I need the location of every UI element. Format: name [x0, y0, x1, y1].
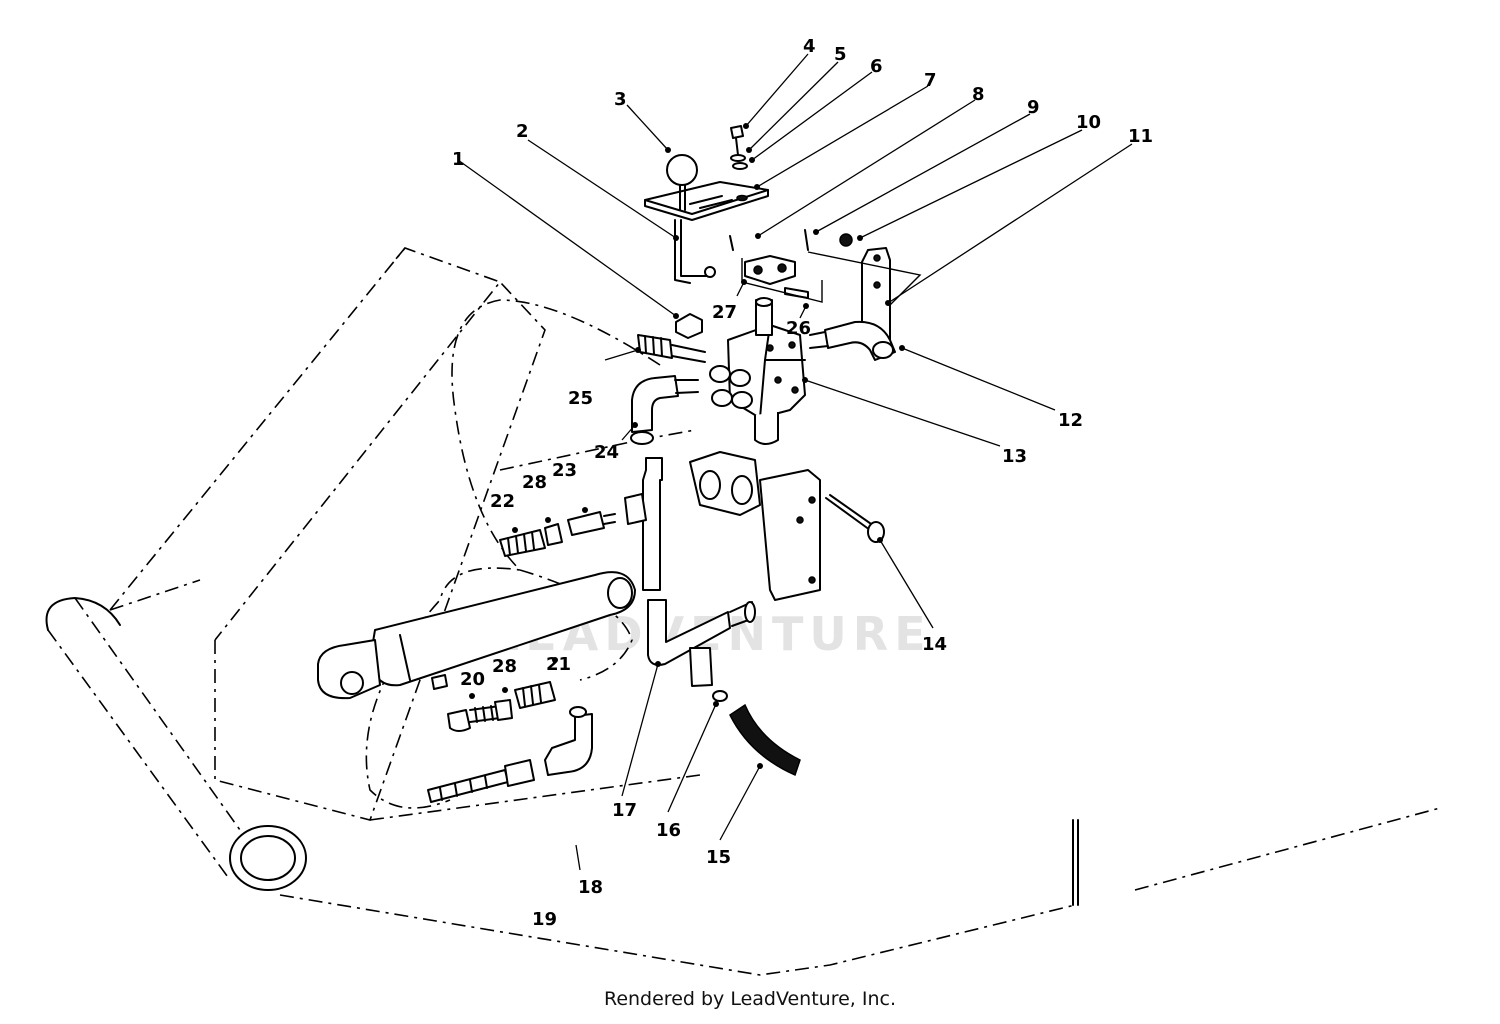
callout-1: 1 — [452, 149, 465, 170]
upper-fittings — [499, 511, 616, 557]
callout-16: 16 — [656, 820, 681, 841]
callout-28-upper: 28 — [522, 472, 547, 493]
leader-lines — [457, 53, 1133, 871]
bolt-14 — [825, 494, 885, 543]
frame-tube — [45, 597, 307, 891]
callout-19: 19 — [532, 909, 557, 930]
callout-9: 9 — [1027, 97, 1040, 118]
callout-17: 17 — [612, 800, 637, 821]
tube-17 — [624, 457, 756, 687]
callout-18: 18 — [578, 877, 603, 898]
callout-27: 27 — [712, 302, 737, 323]
tractor-frame — [109, 247, 1441, 976]
callout-22: 22 — [490, 491, 515, 512]
relief-fitting — [637, 334, 706, 363]
callout-14: 14 — [922, 634, 947, 655]
callout-25: 25 — [568, 388, 593, 409]
callout-26: 26 — [786, 318, 811, 339]
callout-10: 10 — [1076, 112, 1101, 133]
callout-23: 23 — [552, 460, 577, 481]
callout-2: 2 — [516, 121, 529, 142]
callout-labels: 1 2 3 4 5 6 7 8 9 10 11 12 13 14 15 16 1… — [452, 36, 1153, 930]
callout-4: 4 — [803, 36, 816, 57]
elbow-24 — [630, 375, 699, 445]
fitting-1 — [675, 313, 703, 339]
valve-bracket — [807, 233, 922, 361]
callout-24: 24 — [594, 442, 619, 463]
callout-28-lower: 28 — [492, 656, 517, 677]
lower-fittings — [427, 681, 593, 803]
footer-credit: Rendered by LeadVenture, Inc. — [603, 988, 897, 1010]
callout-7: 7 — [924, 70, 937, 91]
callout-13: 13 — [1002, 446, 1027, 467]
callout-6: 6 — [870, 56, 883, 77]
control-valve — [709, 297, 806, 445]
hose-15 — [712, 690, 801, 777]
callout-20: 20 — [460, 669, 485, 690]
callout-12: 12 — [1058, 410, 1083, 431]
hydraulic-cylinder — [317, 571, 636, 700]
valve-mount-bracket — [689, 451, 821, 601]
callout-3: 3 — [614, 89, 627, 110]
callout-5: 5 — [834, 44, 847, 65]
callout-11: 11 — [1128, 126, 1153, 147]
callout-8: 8 — [972, 84, 985, 105]
hose-loop — [365, 299, 661, 809]
control-lever-assembly — [644, 125, 823, 303]
callout-15: 15 — [706, 847, 731, 868]
callout-21: 21 — [546, 654, 571, 675]
